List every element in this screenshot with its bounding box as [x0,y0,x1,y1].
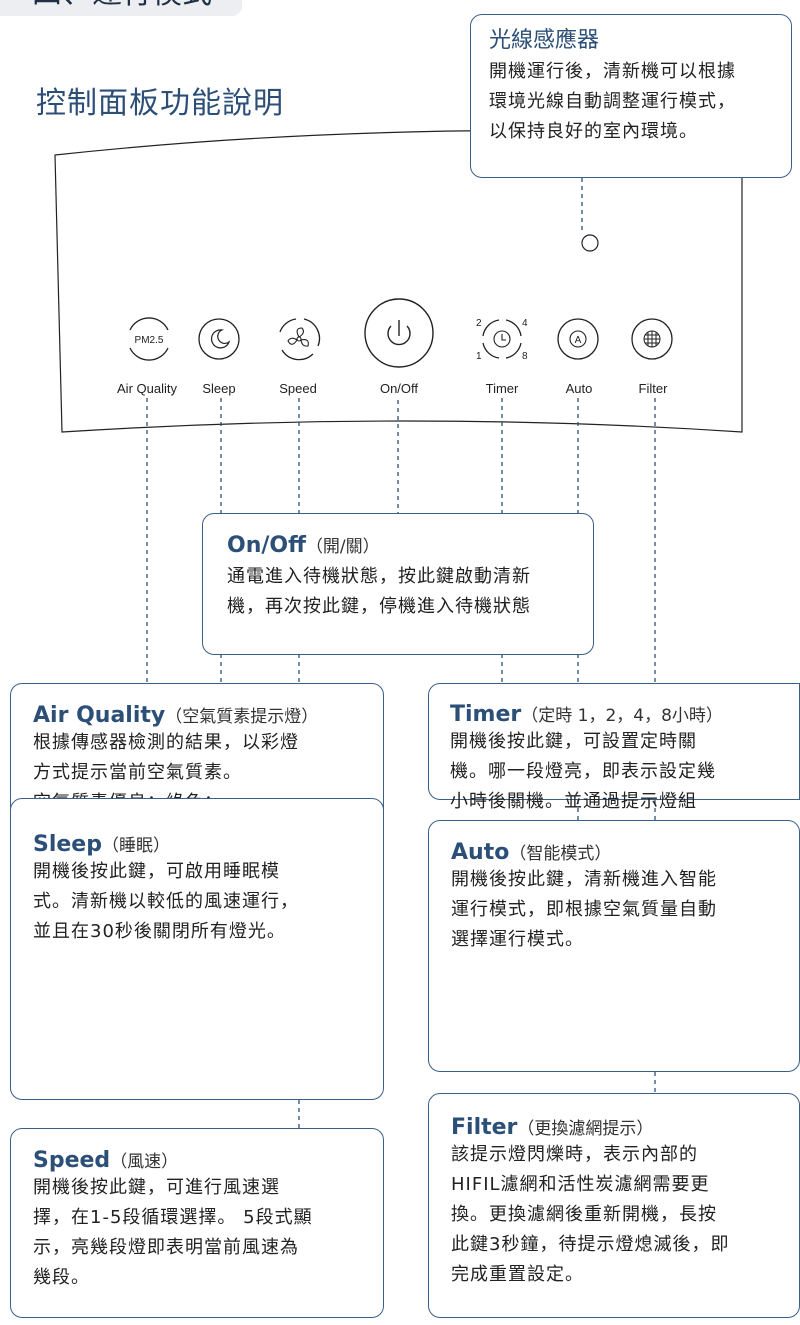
speed-text: 開機後按此鍵，可進行風速選 擇，在1-5段循環選擇。 5段式顯 示，亮幾段燈即表… [33,1177,313,1288]
timer-title: Timer [450,702,522,727]
panel-outline [54,129,743,433]
onoff-subtitle: （開/關） [305,537,380,557]
speed-subtitle: （風速） [110,1152,179,1172]
sleep-box: Sleep（睡眠） 開機後按此鍵，可啟用睡眠模 式。清新機以較低的風速運行， 並… [10,798,384,1100]
label-timer: Timer [486,381,519,396]
air-quality-button[interactable]: PM2.5 [129,317,169,361]
speed-box: Speed（風速） 開機後按此鍵，可進行風速選 擇，在1-5段循環選擇。 5段式… [10,1128,384,1318]
onoff-box: On/Off（開/關） 通電進入待機狀態，按此鍵啟動清新 機，再次按此鍵，停機進… [202,513,594,655]
speed-button[interactable] [279,318,321,361]
moon-icon [211,329,231,349]
filter-button[interactable] [631,318,673,360]
filter-title: Filter [451,1115,518,1140]
sleep-button[interactable] [198,318,240,360]
power-button[interactable] [364,298,434,368]
label-speed: Speed [279,381,317,396]
power-icon [387,325,411,346]
light-sensor-title: 光線感應器 [489,28,600,53]
label-filter: Filter [639,381,669,396]
timer-button[interactable]: 2 4 1 8 [476,318,528,362]
onoff-title: On/Off [227,533,306,558]
svg-text:A: A [575,335,582,346]
light-sensor-box: 光線感應器 開機運行後，清新機可以根據 環境光線自動調整運行模式， 以保持良好的… [470,14,792,178]
timer-digit-8: 8 [522,351,528,362]
section-tag: 四、運行模式 [0,0,242,16]
filter-box: Filter（更換濾網提示） 該提示燈閃爍時，表示內部的 HIFIL濾網和活性炭… [428,1093,800,1318]
timer-box-inner: Timer（定時 1，2，4，8小時） 開機後按此鍵，可設置定時關 機。哪一段燈… [428,683,800,842]
fan-icon [287,327,309,347]
air-quality-subtitle: （空氣質素提示燈） [165,707,319,727]
label-air-quality: Air Quality [117,381,177,396]
auto-title: Auto [451,840,510,865]
timer-digit-4: 4 [522,318,528,329]
timer-subtitle: （定時 1，2，4，8小時） [521,706,723,726]
label-onoff: On/Off [380,381,418,396]
clock-icon [493,330,511,348]
auto-box: Auto（智能模式） 開機後按此鍵，清新機進入智能 運行模式，即根據空氣質量自動… [428,820,800,1072]
speed-title: Speed [33,1148,111,1173]
onoff-text: 通電進入待機狀態，按此鍵啟動清新 機，再次按此鍵，停機進入待機狀態 [227,566,531,617]
pm25-label: PM2.5 [135,335,164,346]
air-quality-title: Air Quality [33,703,166,728]
light-sensor-dot [581,234,599,252]
auto-button[interactable]: A [557,318,599,360]
light-sensor-text: 開機運行後，清新機可以根據 環境光線自動調整運行模式， 以保持良好的室內環境。 [489,61,736,142]
sleep-text: 開機後按此鍵，可啟用睡眠模 式。清新機以較低的風速運行， 並且在30秒後關閉所有… [33,861,299,942]
auto-icon [569,330,587,348]
filter-text: 該提示燈閃爍時，表示內部的 HIFIL濾網和活性炭濾網需要更 換。更換濾網後重新… [451,1144,730,1285]
page-title: 控制面板功能說明 [36,86,284,121]
label-auto: Auto [566,381,593,396]
sleep-subtitle: （睡眠） [101,836,170,856]
sleep-title: Sleep [33,832,102,857]
filter-subtitle: （更換濾網提示） [517,1119,654,1139]
auto-text: 開機後按此鍵，清新機進入智能 運行模式，即根據空氣質量自動 選擇運行模式。 [451,869,717,950]
section-tag-text: 四、運行模式 [32,0,212,12]
timer-box [428,683,800,800]
grid-icon [643,330,661,348]
auto-subtitle: （智能模式） [509,844,612,864]
timer-digit-1: 1 [476,351,482,362]
timer-digit-2: 2 [476,318,482,329]
label-sleep: Sleep [202,381,235,396]
